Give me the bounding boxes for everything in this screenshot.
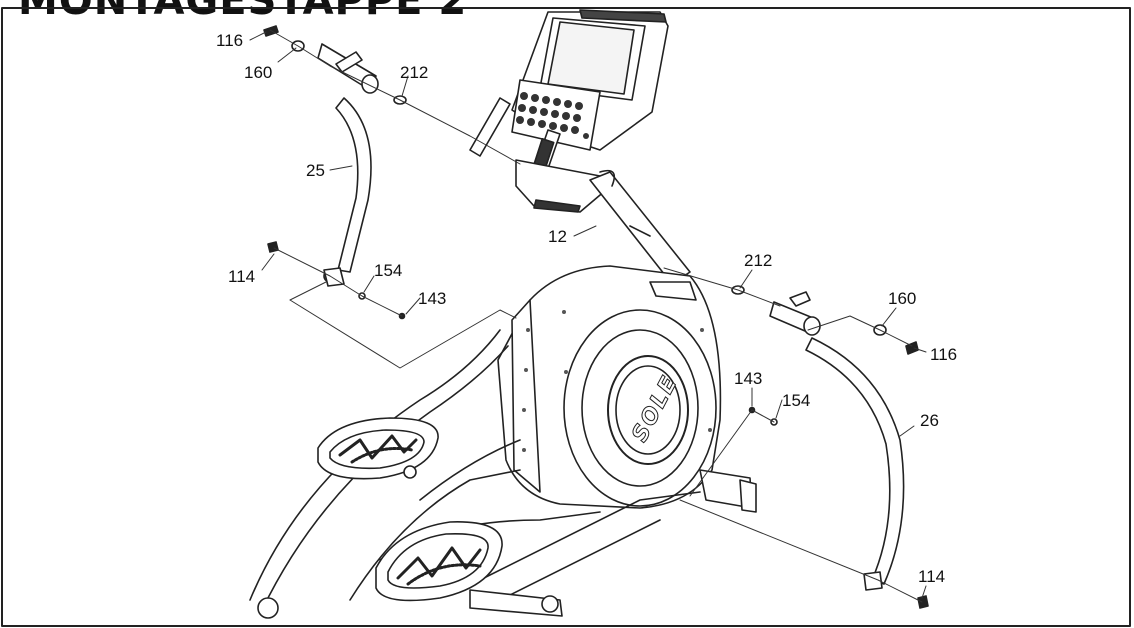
mast-part-12 — [589, 169, 691, 285]
callout-116-left: 116 — [216, 31, 244, 50]
main-frame-body — [497, 265, 722, 509]
left-arm-part-25 — [317, 43, 379, 287]
callout-114-left: 114 — [228, 267, 256, 286]
callout-154-right: 154 — [782, 391, 811, 410]
callout-25: 25 — [306, 161, 325, 180]
label-leaders — [249, 31, 927, 599]
callout-212-right: 212 — [744, 251, 773, 270]
callout-116-right: 116 — [930, 345, 958, 364]
step-heading: MONTAGESTAPPE 2 — [18, 0, 468, 24]
callout-154-left: 154 — [374, 261, 403, 280]
assembly-guide-lines — [269, 29, 923, 603]
right-arm-part-26 — [769, 291, 905, 591]
left-pedal — [317, 417, 439, 480]
callout-143-left: 143 — [418, 289, 447, 308]
callout-143-right: 143 — [734, 369, 763, 388]
callout-212-left: 212 — [400, 63, 429, 82]
callout-26: 26 — [920, 411, 939, 430]
console-unit — [469, 9, 669, 213]
callout-160-right: 160 — [888, 289, 917, 308]
callout-12: 12 — [548, 227, 567, 246]
callout-160-left: 160 — [244, 63, 273, 82]
drawing-frame — [1, 7, 1131, 627]
callout-114-right: 114 — [918, 567, 946, 586]
right-pedal — [375, 521, 503, 602]
